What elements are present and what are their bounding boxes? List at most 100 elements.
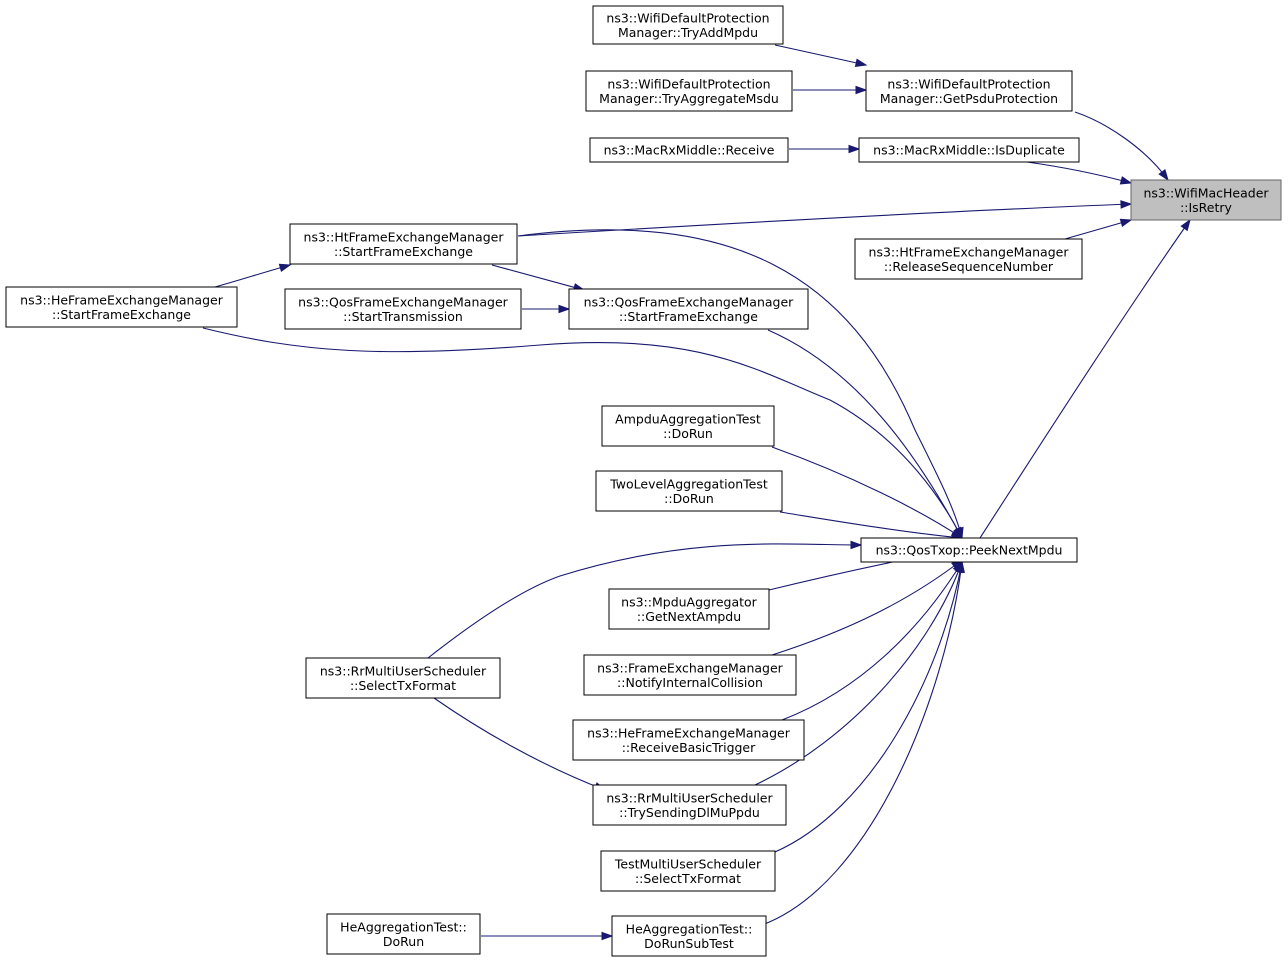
node-box [589,137,789,163]
edge-testmulti-to-peek [774,560,965,853]
node-label-line: ::ReleaseSequenceNumber [884,259,1054,274]
node-testmulti[interactable]: TestMultiUserScheduler::SelectTxFormat [600,850,776,892]
node-label-line: ns3::WifiDefaultProtection [606,10,769,25]
node-label-line: ::SelectTxFormat [635,871,741,886]
edge-receive-to-isduplicate [789,144,861,154]
edge-line [214,264,291,288]
node-box [595,470,783,512]
node-receive[interactable]: ns3::MacRxMiddle::Receive [589,137,789,163]
node-label-line: HeAggregationTest:: [340,919,467,934]
node-htstart[interactable]: ns3::HtFrameExchangeManager::StartFrameE… [289,223,518,265]
node-qosstart[interactable]: ns3::QosFrameExchangeManager::StartFrame… [568,288,809,330]
edge-line [774,561,963,853]
node-box [592,5,784,45]
node-label-line: DoRun [383,934,424,949]
node-isretry[interactable]: ns3::WifiMacHeader::IsRetry [1130,179,1282,221]
node-hesub[interactable]: HeAggregationTest::DoRunSubTest [611,915,767,957]
edge-line [771,559,963,656]
node-recvbasic[interactable]: ns3::HeFrameExchangeManager::ReceiveBasi… [572,719,805,761]
edge-hestart-to-peek [202,327,963,540]
edge-twolevel-to-peek [779,511,964,542]
arrowhead [558,304,571,314]
node-label-line: ::StartFrameExchange [334,244,473,259]
node-trysending[interactable]: ns3::RrMultiUserScheduler::TrySendingDlM… [592,784,787,826]
edge-line [491,264,585,291]
edge-hesub-to-peek [761,560,965,926]
edge-line [427,543,862,659]
node-label-line: ns3::QosFrameExchangeManager [584,294,794,309]
node-label-line: ns3::QosFrameExchangeManager [298,294,508,309]
edge-line [767,329,963,539]
node-label-line: Manager::TryAddMpdu [618,25,758,40]
edge-recvbasic-to-peek [781,560,963,721]
node-box [572,719,805,761]
arrowhead [956,560,965,573]
edge-herun-to-hesub [481,931,614,941]
arrowhead [1120,200,1133,209]
edge-line [1074,111,1169,181]
edge-line [774,44,867,66]
edge-htrelease-to-isretry [1064,218,1133,240]
node-getnextampdu[interactable]: ns3::MpduAggregator::GetNextAmpdu [608,588,770,630]
node-box [860,537,1078,563]
node-twolevel[interactable]: TwoLevelAggregationTest::DoRun [595,470,783,512]
node-getpsdu[interactable]: ns3::WifiDefaultProtectionManager::GetPs… [865,70,1073,112]
node-label-line: ns3::MpduAggregator [621,594,758,609]
edge-htstart-to-qosstart [491,264,586,292]
node-label-line: ::StartFrameExchange [619,309,758,324]
node-notifycoll[interactable]: ns3::FrameExchangeManager::NotifyInterna… [583,654,797,696]
node-label-line: ns3::RrMultiUserScheduler [606,790,773,805]
edge-isduplicate-to-isretry [1026,161,1133,185]
node-label-line: AmpduAggregationTest [615,411,761,426]
node-isduplicate[interactable]: ns3::MacRxMiddle::IsDuplicate [858,137,1080,163]
node-label-line: ns3::MacRxMiddle::Receive [604,143,775,158]
node-label-line: ns3::QosTxop::PeekNextMpdu [876,543,1063,558]
edge-htstart-to-isretry [517,200,1133,237]
node-label-line: ::IsRetry [1180,200,1232,215]
node-hestart[interactable]: ns3::HeFrameExchangeManager::StartFrameE… [5,286,238,328]
node-box [284,288,522,330]
node-label-line: ns3::WifiDefaultProtection [887,76,1050,91]
edge-qosstarttx-to-qosstart [522,304,571,314]
node-qosstarttx[interactable]: ns3::QosFrameExchangeManager::StartTrans… [284,288,522,330]
node-label-line: ns3::HtFrameExchangeManager [869,244,1070,259]
arrowhead [850,540,863,550]
node-htrelease[interactable]: ns3::HtFrameExchangeManager::ReleaseSequ… [854,238,1083,280]
node-tryaggmsdu[interactable]: ns3::WifiDefaultProtectionManager::TryAg… [585,70,793,112]
node-label-line: ns3::WifiMacHeader [1143,185,1269,200]
edge-tryaddmpdu-to-getpsdu [774,44,868,67]
node-box [289,223,518,265]
node-ampdutest[interactable]: AmpduAggregationTest::DoRun [601,405,775,447]
node-box [305,657,501,699]
node-label-line: ns3::HeFrameExchangeManager [587,725,791,740]
node-rrselect[interactable]: ns3::RrMultiUserScheduler::SelectTxForma… [305,657,501,699]
arrowhead [1119,218,1133,228]
node-box [585,70,793,112]
node-label-line: ns3::HeFrameExchangeManager [20,292,224,307]
edge-getpsdu-to-isretry [1074,111,1169,182]
node-label-line: TestMultiUserScheduler [614,856,762,871]
node-box [568,288,809,330]
node-label-line: ::TrySendingDlMuPpdu [619,805,760,820]
node-label-line: ::DoRun [664,491,714,506]
node-box [608,588,770,630]
node-peek[interactable]: ns3::QosTxop::PeekNextMpdu [860,537,1078,563]
node-herun[interactable]: HeAggregationTest::DoRun [326,913,481,955]
node-label-line: ::ReceiveBasicTrigger [622,740,756,755]
node-label-line: ::StartTransmission [343,309,463,324]
node-label-line: Manager::TryAggregateMsdu [599,91,779,106]
node-box [600,850,776,892]
edge-line [781,561,963,721]
edge-hestart-to-htstart [214,263,292,288]
arrowhead [601,931,614,941]
edge-line [771,446,963,539]
node-label-line: TwoLevelAggregationTest [609,476,768,491]
node-tryaddmpdu[interactable]: ns3::WifiDefaultProtectionManager::TryAd… [592,5,784,45]
node-label-line: ns3::HtFrameExchangeManager [304,229,505,244]
node-label-line: ns3::RrMultiUserScheduler [320,663,487,678]
edge-rrselect-to-peek [427,540,863,659]
node-box [865,70,1073,112]
arrowhead [848,144,861,154]
arrowhead [1119,176,1133,185]
